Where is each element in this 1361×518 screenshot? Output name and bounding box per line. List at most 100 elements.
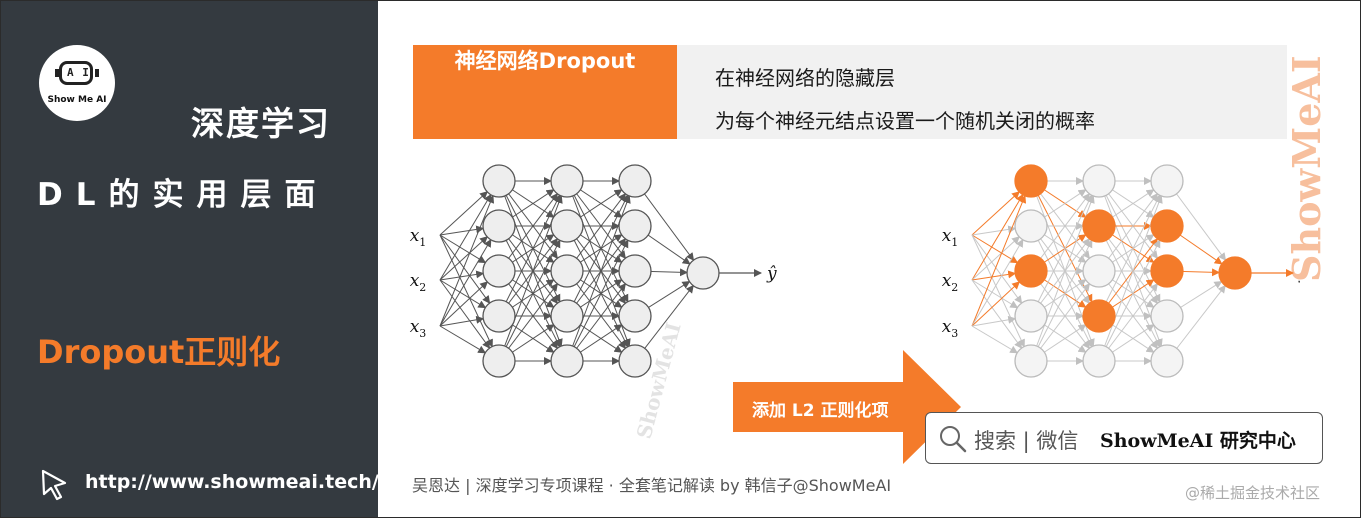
arrow-label: 添加 L2 正则化项 xyxy=(752,401,889,421)
topic-title: Dropout正则化 xyxy=(37,333,281,371)
dropped-neuron xyxy=(1014,344,1048,378)
input-edge xyxy=(439,193,492,281)
svg-text:ShowMeAI: ShowMeAI xyxy=(1290,55,1329,282)
neuron xyxy=(550,254,584,288)
nodes-dropout-network xyxy=(1014,164,1252,378)
input-label: x1 xyxy=(410,226,427,249)
hidden-edge xyxy=(498,194,561,317)
cursor-click-icon xyxy=(41,469,67,501)
dropped-neuron xyxy=(1014,299,1048,333)
neuron xyxy=(550,344,584,378)
hidden-edge xyxy=(566,239,629,362)
input-edge xyxy=(971,236,1020,281)
description-line-2: 为每个神经元结点设置一个随机关闭的概率 xyxy=(715,109,1095,133)
neuron xyxy=(618,299,652,333)
showmeai-logo: A I Show Me AI xyxy=(39,45,115,121)
hidden-edge xyxy=(1098,194,1161,317)
input-label: x1 xyxy=(942,226,959,249)
output-label: ŷ xyxy=(766,264,777,284)
input-edge xyxy=(439,234,491,304)
chapter-title: DL的实用层面 xyxy=(37,177,329,213)
neuron xyxy=(550,164,584,198)
footer-credit: 吴恩达 | 深度学习专项课程 · 全套笔记解读 by 韩信子@ShowMeAI xyxy=(412,476,892,495)
input-edge xyxy=(439,191,488,236)
robot-face-icon: A I xyxy=(59,61,93,85)
input-label: x3 xyxy=(410,317,427,340)
input-edge xyxy=(439,238,492,327)
search-brand: ShowMeAI 研究中心 xyxy=(1100,430,1296,452)
dropped-neuron xyxy=(1150,299,1184,333)
hidden-edge xyxy=(1030,239,1093,362)
hidden-edge xyxy=(1098,239,1161,362)
input-edge xyxy=(971,193,1024,281)
input-edge xyxy=(971,281,1021,327)
input-edge xyxy=(971,279,1023,349)
neuron xyxy=(618,344,652,378)
neuron xyxy=(618,164,652,198)
website-link[interactable]: http://www.showmeai.tech/ xyxy=(85,471,379,493)
showmeai-diagonal-watermark: ShowMeAI xyxy=(632,320,686,441)
concept-label-box: 神经网络Dropout xyxy=(413,45,677,139)
nodes-full-network xyxy=(482,164,720,378)
input-label: x2 xyxy=(410,271,427,294)
active-neuron xyxy=(1014,164,1048,198)
input-edge xyxy=(439,236,488,281)
search-icon xyxy=(940,426,967,453)
showmeai-vertical-watermark: ShowMeAI xyxy=(1290,55,1329,282)
svg-text:ShowMeAI: ShowMeAI xyxy=(632,320,686,441)
output-neuron xyxy=(1218,256,1252,290)
input-edge xyxy=(971,191,1020,236)
description-line-1: 在神经网络的隐藏层 xyxy=(715,66,895,90)
neuron xyxy=(482,344,516,378)
add-l2-arrow xyxy=(733,350,961,464)
input-edge xyxy=(971,194,1027,327)
io-labels: x1 x2 x3 ŷ x1 x2 x3 ŷ xyxy=(410,226,1300,340)
active-neuron xyxy=(1082,299,1116,333)
input-edge xyxy=(971,279,1019,309)
hidden-edge xyxy=(1030,194,1093,317)
search-prompt: 搜索 | 微信 xyxy=(974,429,1079,453)
dropped-neuron xyxy=(1082,344,1116,378)
input-label: x2 xyxy=(942,271,959,294)
dropped-neuron xyxy=(1150,164,1184,198)
course-title: 深度学习 xyxy=(191,104,331,143)
neuron xyxy=(550,299,584,333)
neuron xyxy=(482,164,516,198)
input-edge xyxy=(971,325,1019,354)
input-edge xyxy=(971,234,1019,264)
hidden-edge xyxy=(566,194,629,317)
dropped-neuron xyxy=(1150,344,1184,378)
output-neuron xyxy=(686,256,720,290)
dropped-neuron xyxy=(1014,209,1048,243)
input-edge xyxy=(439,270,485,281)
input-edge xyxy=(439,279,491,349)
input-edge xyxy=(971,315,1017,327)
dropped-neuron xyxy=(1082,254,1116,288)
input-label: x3 xyxy=(942,317,959,340)
sidebar: A I Show Me AI 深度学习 DL的实用层面 Dropout正则化 h… xyxy=(1,1,379,517)
input-edge xyxy=(971,234,1023,304)
input-edge xyxy=(439,225,485,236)
output-label: ŷ xyxy=(1298,264,1300,284)
logo-text: Show Me AI xyxy=(47,95,107,105)
wechat-search-box[interactable]: 搜索 | 微信 ShowMeAI 研究中心 xyxy=(925,412,1323,464)
neural-network-diagram: x1 x2 x3 ŷ x1 x2 x3 ŷ xyxy=(410,164,1300,378)
input-edge xyxy=(439,234,487,264)
concept-description-box: 在神经网络的隐藏层 为每个神经元结点设置一个随机关闭的概率 xyxy=(677,45,1287,139)
neuron xyxy=(482,299,516,333)
input-edge xyxy=(439,315,485,327)
neuron xyxy=(482,254,516,288)
input-edge xyxy=(439,281,489,327)
dropped-neuron xyxy=(1082,164,1116,198)
active-neuron xyxy=(1150,209,1184,243)
neuron xyxy=(618,209,652,243)
input-edge xyxy=(439,325,487,354)
input-edge xyxy=(439,194,495,327)
active-neuron xyxy=(1014,254,1048,288)
input-edge xyxy=(971,270,1017,281)
platform-watermark: @稀土掘金技术社区 xyxy=(1185,484,1321,502)
edges-full-network xyxy=(439,177,762,365)
input-edge xyxy=(971,225,1017,236)
neuron xyxy=(618,254,652,288)
input-edge xyxy=(971,234,1025,348)
